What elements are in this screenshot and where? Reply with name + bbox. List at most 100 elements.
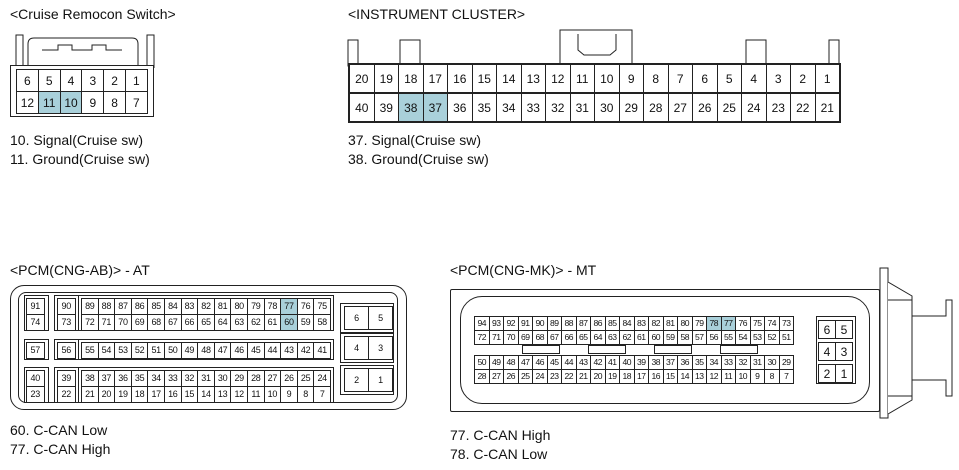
pcm-mk-pin-36: 36 bbox=[677, 355, 693, 370]
pcm-ab-pin-14: 14 bbox=[197, 386, 215, 403]
cluster-pin-15: 15 bbox=[471, 64, 497, 93]
pcm-mk-pin-43: 43 bbox=[575, 355, 591, 370]
cluster-pin-35: 35 bbox=[471, 93, 497, 122]
cluster-pin-17: 17 bbox=[422, 64, 448, 93]
pcm-mk-pin-3: 3 bbox=[835, 342, 853, 361]
cluster-pin-16: 16 bbox=[447, 64, 473, 93]
pcm-mk-pin-25: 25 bbox=[517, 369, 533, 384]
pcm-mk-pin-28: 28 bbox=[474, 369, 490, 384]
pcm-mk-latch-4 bbox=[720, 345, 758, 354]
pcm-mk-note-1: 77. C-CAN High bbox=[450, 427, 551, 443]
pcm-mk-pin-59: 59 bbox=[662, 330, 678, 345]
pcm-mk-pin-19: 19 bbox=[604, 369, 620, 384]
cluster-pin-1: 1 bbox=[814, 64, 840, 93]
instrument-cluster-housing bbox=[347, 29, 840, 67]
pcm-mk-latch-3 bbox=[654, 345, 692, 354]
pcm-mk-pin-37: 37 bbox=[662, 355, 678, 370]
cluster-pin-11: 11 bbox=[569, 64, 595, 93]
pcm-ab-pin-22: 22 bbox=[57, 386, 76, 403]
cruise-switch-notes: 10. Signal(Cruise sw) 11. Ground(Cruise … bbox=[10, 131, 150, 169]
pcm-mk-pin-23: 23 bbox=[546, 369, 562, 384]
pcm-mk-pin-87: 87 bbox=[575, 316, 591, 331]
pcm-ab-title: <PCM(CNG-AB)> - AT bbox=[10, 262, 150, 278]
cruise-pin-10: 10 bbox=[59, 91, 83, 114]
cluster-pin-40: 40 bbox=[349, 93, 375, 122]
pcm-mk-pin-86: 86 bbox=[590, 316, 606, 331]
cruise-switch-housing bbox=[15, 34, 155, 68]
pcm-mk-pin-69: 69 bbox=[517, 330, 533, 345]
pcm-mk-pin-88: 88 bbox=[561, 316, 577, 331]
pcm-mk-pin-75: 75 bbox=[749, 316, 765, 331]
pcm-mk-pin-5: 5 bbox=[835, 320, 853, 339]
pcm-mk-pin-13: 13 bbox=[691, 369, 707, 384]
pcm-mk-pin-54: 54 bbox=[735, 330, 751, 345]
cruise-pin-1: 1 bbox=[125, 69, 148, 92]
pcm-ab-pin-24: 24 bbox=[313, 370, 331, 387]
cruise-note-1: 10. Signal(Cruise sw) bbox=[10, 132, 144, 148]
cluster-pin-34: 34 bbox=[496, 93, 522, 122]
pcm-mk-pin-1: 1 bbox=[835, 364, 853, 383]
pcm-mk-note-2: 78. C-CAN Low bbox=[450, 446, 548, 462]
pcm-mk-pin-32: 32 bbox=[735, 355, 751, 370]
pcm-mk-pin-2: 2 bbox=[818, 364, 836, 383]
pcm-mk-pin-83: 83 bbox=[633, 316, 649, 331]
pcm-mk-pin-44: 44 bbox=[561, 355, 577, 370]
pcm-mk-pin-66: 66 bbox=[561, 330, 577, 345]
pcm-mk-pin-15: 15 bbox=[662, 369, 678, 384]
pcm-mk-notes: 77. C-CAN High 78. C-CAN Low bbox=[450, 426, 550, 464]
cluster-pin-27: 27 bbox=[667, 93, 693, 122]
pcm-mk-pin-72: 72 bbox=[474, 330, 490, 345]
pcm-ab-notes: 60. C-CAN Low 77. C-CAN High bbox=[10, 421, 110, 459]
pcm-mk-pin-39: 39 bbox=[633, 355, 649, 370]
pcm-mk-pin-94: 94 bbox=[474, 316, 490, 331]
pcm-mk-pin-33: 33 bbox=[720, 355, 736, 370]
pcm-mk-pin-71: 71 bbox=[488, 330, 504, 345]
pcm-ab-pin-7: 7 bbox=[313, 386, 331, 403]
pcm-mk-pin-24: 24 bbox=[532, 369, 548, 384]
pcm-mk-pin-42: 42 bbox=[590, 355, 606, 370]
pcm-mk-pin-67: 67 bbox=[546, 330, 562, 345]
pcm-mk-pin-8: 8 bbox=[764, 369, 780, 384]
pcm-ab-pin-3: 3 bbox=[368, 336, 393, 360]
instrument-cluster-notes: 37. Signal(Cruise sw) 38. Ground(Cruise … bbox=[348, 131, 489, 169]
pcm-mk-pin-38: 38 bbox=[648, 355, 664, 370]
pcm-mk-pin-61: 61 bbox=[633, 330, 649, 345]
cluster-pin-38: 38 bbox=[398, 93, 424, 122]
pcm-mk-pin-93: 93 bbox=[488, 316, 504, 331]
cluster-pin-5: 5 bbox=[716, 64, 742, 93]
pcm-mk-pin-26: 26 bbox=[503, 369, 519, 384]
pcm-mk-pin-85: 85 bbox=[604, 316, 620, 331]
pcm-mk-pin-50: 50 bbox=[474, 355, 490, 370]
pcm-mk-latch-2 bbox=[588, 345, 626, 354]
pcm-mk-pin-21: 21 bbox=[575, 369, 591, 384]
pcm-ab-pin-66: 66 bbox=[180, 314, 199, 331]
pcm-ab-pin-41: 41 bbox=[313, 342, 331, 359]
pcm-ab-pin-63: 63 bbox=[230, 314, 248, 331]
cluster-pin-8: 8 bbox=[643, 64, 669, 93]
pcm-ab-pin-67: 67 bbox=[164, 314, 182, 331]
pcm-ab-pin-58: 58 bbox=[313, 314, 331, 331]
cluster-pin-9: 9 bbox=[618, 64, 644, 93]
pcm-mk-pin-64: 64 bbox=[590, 330, 606, 345]
pcm-mk-pin-41: 41 bbox=[604, 355, 620, 370]
pcm-mk-pin-84: 84 bbox=[619, 316, 635, 331]
cluster-pin-10: 10 bbox=[594, 64, 620, 93]
pcm-mk-pin-74: 74 bbox=[764, 316, 780, 331]
pcm-mk-pin-40: 40 bbox=[619, 355, 635, 370]
pcm-mk-pin-48: 48 bbox=[503, 355, 519, 370]
cluster-pin-23: 23 bbox=[765, 93, 791, 122]
pcm-mk-pin-58: 58 bbox=[677, 330, 693, 345]
pcm-mk-pin-20: 20 bbox=[590, 369, 606, 384]
cluster-pin-32: 32 bbox=[545, 93, 571, 122]
pcm-mk-pin-68: 68 bbox=[532, 330, 548, 345]
cluster-pin-21: 21 bbox=[814, 93, 840, 122]
cluster-pin-24: 24 bbox=[741, 93, 767, 122]
pcm-ab-pin-4: 4 bbox=[344, 336, 369, 360]
pcm-mk-pin-63: 63 bbox=[604, 330, 620, 345]
cluster-pin-7: 7 bbox=[667, 64, 693, 93]
pcm-mk-pin-35: 35 bbox=[691, 355, 707, 370]
pcm-mk-pin-10: 10 bbox=[735, 369, 751, 384]
pcm-mk-pin-17: 17 bbox=[633, 369, 649, 384]
pcm-mk-pin-52: 52 bbox=[764, 330, 780, 345]
pcm-mk-pin-90: 90 bbox=[532, 316, 548, 331]
